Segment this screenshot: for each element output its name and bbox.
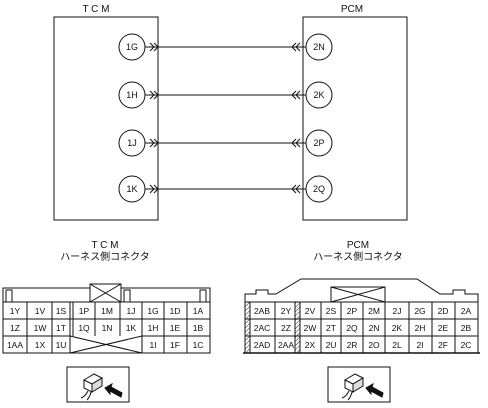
terminal-label: 1E [170, 323, 181, 333]
pcm-pin-circle [305, 33, 333, 61]
terminal-label: 1V [35, 306, 46, 316]
terminal-label: 1P [79, 306, 90, 316]
terminal-label: 2AD [254, 340, 271, 350]
pcm-pin-label: 2Q [313, 184, 325, 194]
terminal-label: 1U [56, 340, 67, 350]
terminal-label: 2V [305, 306, 316, 316]
pcm-pin-label: 2P [313, 138, 324, 148]
terminal-label: 1N [102, 323, 113, 333]
terminal-label: 2N [369, 323, 380, 333]
terminal-label: 2B [461, 323, 472, 333]
terminal-label: 1S [56, 306, 67, 316]
pcm-title: PCM [341, 4, 363, 15]
tcm-title: T C M [82, 4, 109, 15]
tcm-connector-face [2, 283, 211, 354]
pcm-box [302, 16, 408, 221]
terminal-label: 1F [170, 340, 180, 350]
tcm-connector-cells: 1Y 1V 1S 1P 1M 1J 1G 1D 1A 1Z 1W 1T 1Q 1… [7, 306, 204, 350]
terminal-label: 2Z [281, 323, 291, 333]
terminal-label: 2W [304, 323, 317, 333]
pcm-connector-view-icon [327, 366, 391, 403]
terminal-label: 1J [127, 306, 136, 316]
terminal-label: 1K [126, 323, 137, 333]
terminal-label: 2G [414, 306, 425, 316]
terminal-label: 1W [34, 323, 47, 333]
terminal-label: 2I [416, 340, 423, 350]
pcm-connector-cells: 2AB 2Y 2V 2S 2P 2M 2J 2G 2D 2A 2AC 2Z 2W… [254, 306, 472, 350]
terminal-label: 2M [368, 306, 380, 316]
terminal-label: 2P [347, 306, 358, 316]
pcm-connector-face [243, 278, 480, 354]
terminal-label: 2U [326, 340, 337, 350]
terminal-label: 2AA [278, 340, 294, 350]
terminal-label: 1Y [10, 306, 21, 316]
terminal-label: 2F [438, 340, 448, 350]
terminal-label: 1T [56, 323, 66, 333]
pcm-pin-circle [305, 175, 333, 203]
connection-1g-2n: 1G 2N [118, 33, 333, 61]
terminal-label: 2K [392, 323, 403, 333]
terminal-label: 1G [147, 306, 158, 316]
connection-1j-2p: 1J 2P [118, 129, 333, 157]
terminal-label: 2AC [254, 323, 271, 333]
pcm-pin-circle [305, 81, 333, 109]
connector-plug-icon [341, 373, 365, 401]
terminal-label: 1A [193, 306, 204, 316]
pcm-pin-label: 2K [313, 90, 324, 100]
pcm-connector-title: PCM [347, 240, 369, 251]
terminal-label: 2R [347, 340, 358, 350]
terminal-label: 1X [35, 340, 46, 350]
terminal-label: 1D [170, 306, 181, 316]
connection-1k-2q: 1K 2Q [118, 175, 333, 203]
tcm-pin-label: 1K [126, 184, 137, 194]
tcm-pin-label: 1G [126, 42, 138, 52]
terminal-label: 1Z [10, 323, 20, 333]
terminal-label: 2D [438, 306, 449, 316]
terminal-label: 2J [393, 306, 402, 316]
terminal-label: 2Y [281, 306, 292, 316]
tcm-connector-view-icon [66, 366, 130, 403]
terminal-label: 2O [368, 340, 380, 350]
terminal-label: 1Q [78, 323, 90, 333]
terminal-label: 2X [305, 340, 316, 350]
tcm-pin-circle [118, 81, 146, 109]
terminal-label: 1I [149, 340, 156, 350]
terminal-label: 2AB [254, 306, 270, 316]
terminal-label: 2Q [346, 323, 358, 333]
terminal-label: 1H [148, 323, 159, 333]
terminal-label: 1AA [7, 340, 23, 350]
tcm-pin-label: 1H [126, 90, 138, 100]
view-direction-arrow-icon [365, 382, 384, 398]
terminal-label: 2C [461, 340, 472, 350]
view-direction-arrow-icon [104, 382, 123, 398]
tcm-pin-circle [118, 129, 146, 157]
terminal-label: 2E [438, 323, 449, 333]
tcm-pin-circle [118, 33, 146, 61]
terminal-label: 2A [461, 306, 472, 316]
terminal-label: 1B [193, 323, 204, 333]
terminal-label: 2T [326, 323, 336, 333]
pcm-pin-label: 2N [313, 42, 325, 52]
tcm-pin-label: 1J [127, 138, 137, 148]
connection-1h-2k: 1H 2K [118, 81, 333, 109]
terminal-label: 1C [193, 340, 204, 350]
tcm-box [53, 16, 159, 221]
terminal-label: 2H [415, 323, 426, 333]
connector-plug-icon [80, 373, 104, 401]
tcm-pin-circle [118, 175, 146, 203]
tcm-connector-subtitle: ハーネス側コネクタ [60, 250, 150, 263]
terminal-label: 2L [392, 340, 402, 350]
tcm-connector-title: T C M [91, 240, 118, 251]
terminal-label: 2S [326, 306, 337, 316]
pcm-pin-circle [305, 129, 333, 157]
pcm-connector-subtitle: ハーネス側コネクタ [313, 250, 403, 263]
terminal-label: 1M [101, 306, 113, 316]
